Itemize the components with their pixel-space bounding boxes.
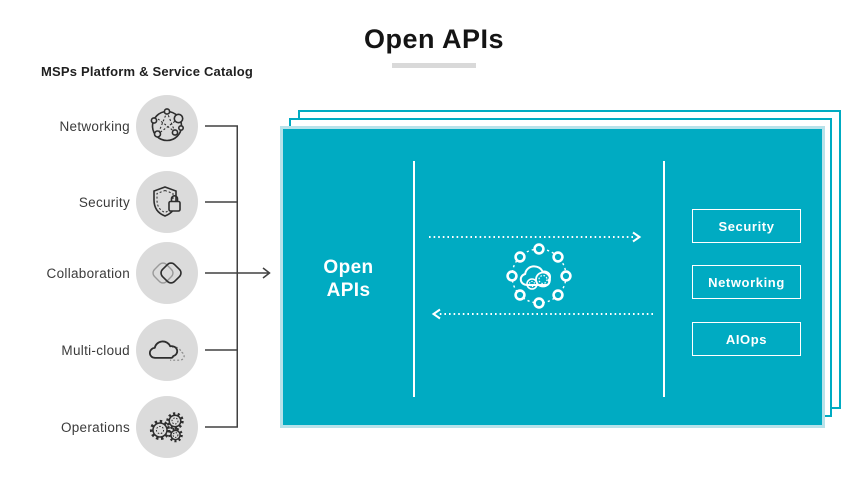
shield-lock-icon — [153, 186, 181, 217]
catalog-label-multicloud: Multi-cloud — [61, 343, 130, 358]
dotted-arrow-right-icon — [429, 231, 642, 243]
open-apis-box-label: Open APIs — [283, 256, 414, 302]
open-apis-box: Open APIs — [280, 126, 825, 428]
title-underline — [392, 63, 476, 68]
catalog-heading: MSPs Platform & Service Catalog — [40, 64, 254, 79]
page-title: Open APIs — [363, 24, 505, 54]
catalog-label-networking: Networking — [59, 119, 130, 134]
catalog-item-operations — [136, 396, 198, 458]
security-button[interactable]: Security — [692, 209, 801, 243]
catalog-item-networking — [136, 95, 198, 157]
api-flow-graphic — [429, 231, 653, 320]
open-apis-label-line1: Open — [323, 257, 374, 278]
cloud-api-hub-icon — [506, 243, 572, 309]
network-nodes-icon — [150, 108, 184, 142]
open-apis-label-line2: APIs — [326, 280, 371, 302]
catalog-item-security — [136, 171, 198, 233]
section-divider-left — [413, 161, 415, 397]
overlapping-squares-icon — [152, 262, 182, 284]
dotted-arrow-left-icon — [431, 308, 653, 320]
catalog-label-operations: Operations — [60, 420, 130, 435]
double-cloud-icon — [148, 340, 185, 361]
catalog-item-collaboration — [136, 242, 198, 304]
gears-icon — [149, 412, 184, 443]
aiops-button[interactable]: AIOps — [692, 322, 801, 356]
networking-button[interactable]: Networking — [692, 265, 801, 299]
catalog-item-multicloud — [136, 319, 198, 381]
catalog-label-security: Security — [78, 195, 130, 210]
section-divider-right — [663, 161, 665, 397]
catalog-label-collaboration: Collaboration — [46, 266, 130, 281]
